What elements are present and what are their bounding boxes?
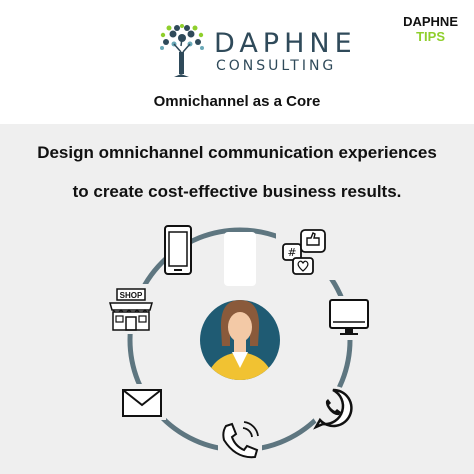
customer-avatar [200, 300, 280, 380]
tips-line-1: DAPHNE [403, 14, 458, 29]
whatsapp-icon [311, 386, 355, 430]
daphne-tips-badge: DAPHNE TIPS [403, 14, 458, 44]
shop-sign-label: SHOP [120, 291, 143, 300]
header-area [0, 0, 474, 122]
shop-icon: SHOP [106, 284, 154, 334]
tree-logo-icon [160, 24, 204, 77]
social-media-icon: # [276, 228, 336, 280]
brand-name: DAPHNE [214, 28, 357, 59]
brand-subtitle: CONSULTING [216, 58, 337, 74]
tips-line-2: TIPS [416, 29, 445, 44]
message-line-1: Design omnichannel communication experie… [37, 143, 437, 162]
content-panel [0, 124, 474, 474]
computer-icon [326, 296, 372, 340]
email-icon [118, 384, 166, 420]
mobile-phone-icon [164, 225, 256, 286]
message-line-2: to create cost-effective business result… [72, 182, 402, 201]
page-title: Omnichannel as a Core [153, 93, 321, 110]
telephone-icon [218, 418, 262, 462]
svg-text:#: # [287, 246, 296, 259]
daphne-logo: DAPHNE CONSULTING [154, 22, 352, 78]
